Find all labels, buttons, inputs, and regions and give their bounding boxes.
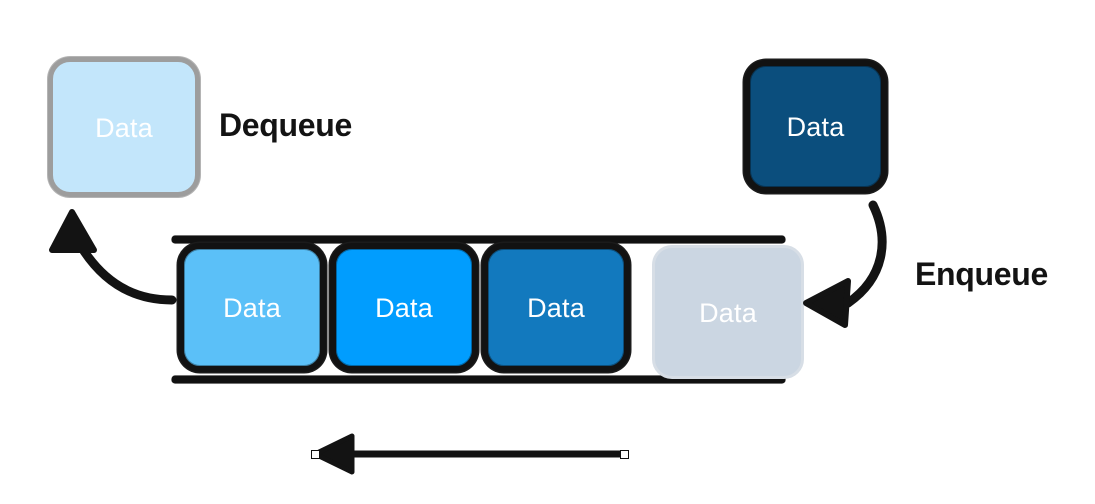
queue-slot-4-label: Data	[699, 297, 757, 328]
enqueue-caption: Enqueue	[915, 256, 1049, 292]
direction-arrow[interactable]	[312, 433, 624, 475]
queue-bottom-rail	[172, 376, 785, 383]
incoming-data-box-label: Data	[786, 112, 845, 142]
incoming-data-box[interactable]: Data	[744, 60, 887, 193]
queue-slot-4-ghost[interactable]: Data	[652, 245, 804, 379]
queue-slot-3[interactable]: Data	[482, 243, 630, 372]
queue-slot-1[interactable]: Data	[178, 243, 326, 372]
dequeued-data-box[interactable]: Data	[48, 57, 200, 197]
queue-slot-1-label: Data	[223, 293, 281, 323]
dequeued-data-box-label: Data	[95, 112, 153, 143]
direction-arrow-handle-end[interactable]	[620, 450, 629, 459]
queue-slot-2-label: Data	[375, 293, 433, 323]
enqueue-arrow[interactable]	[803, 200, 887, 328]
queue-slot-2[interactable]: Data	[330, 243, 478, 372]
direction-arrow-handle-start[interactable]	[311, 450, 320, 459]
queue-top-rail	[172, 236, 785, 243]
dequeue-arrow[interactable]	[49, 209, 177, 305]
dequeue-caption: Dequeue	[219, 107, 353, 143]
queue-slot-3-label: Data	[527, 293, 585, 323]
